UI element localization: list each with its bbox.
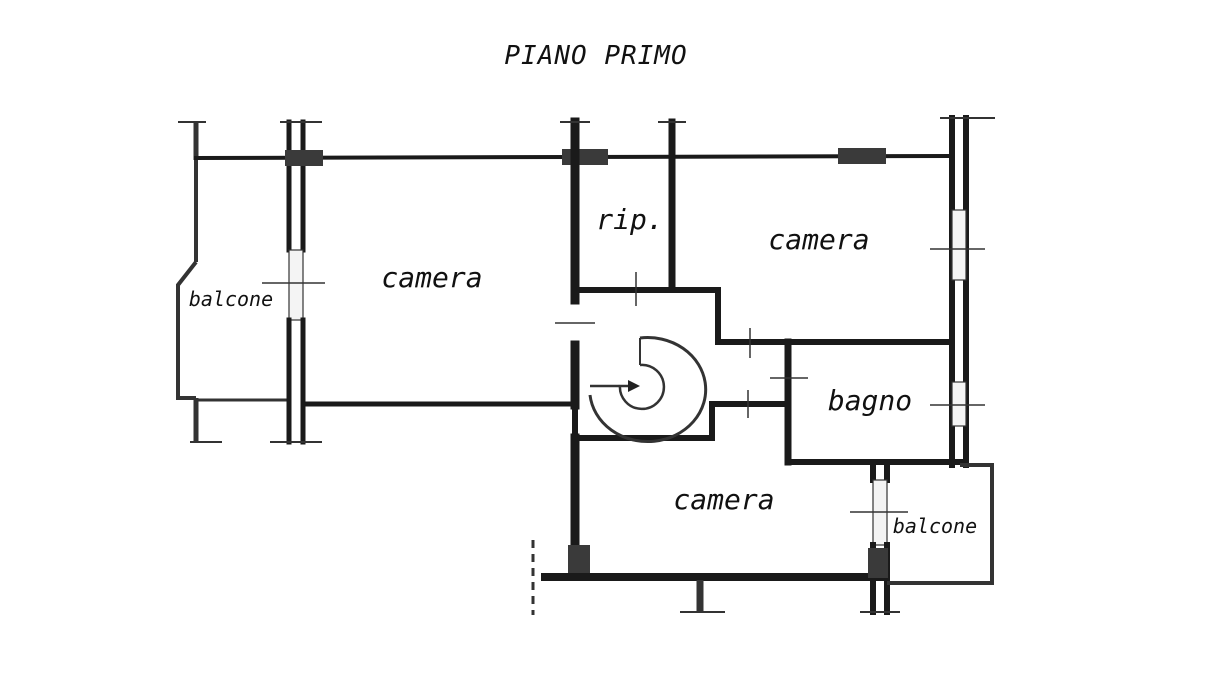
room-label-camera-top-right: camera xyxy=(768,223,869,256)
room-label-balcone-left: balcone xyxy=(189,287,273,311)
wall-center-vertical xyxy=(555,117,595,410)
balcone-left-outline xyxy=(176,121,290,443)
room-label-camera-bottom: camera xyxy=(673,483,774,516)
wall-stair xyxy=(572,390,791,441)
room-label-ripostiglio: rip. xyxy=(596,203,663,236)
wall-right xyxy=(930,115,995,468)
wall-left xyxy=(262,119,325,445)
plan-title: PIANO PRIMO xyxy=(504,41,687,71)
room-label-balcone-right: balcone xyxy=(893,514,977,538)
room-label-camera-left: camera xyxy=(381,261,482,294)
room-label-bagno: bagno xyxy=(828,384,912,417)
wall-camera-bottom xyxy=(531,433,889,615)
wall-balcone-right xyxy=(850,459,908,615)
spiral-staircase-icon xyxy=(588,336,708,443)
balcone-right-outline xyxy=(887,463,994,585)
wall-landing xyxy=(572,272,788,358)
